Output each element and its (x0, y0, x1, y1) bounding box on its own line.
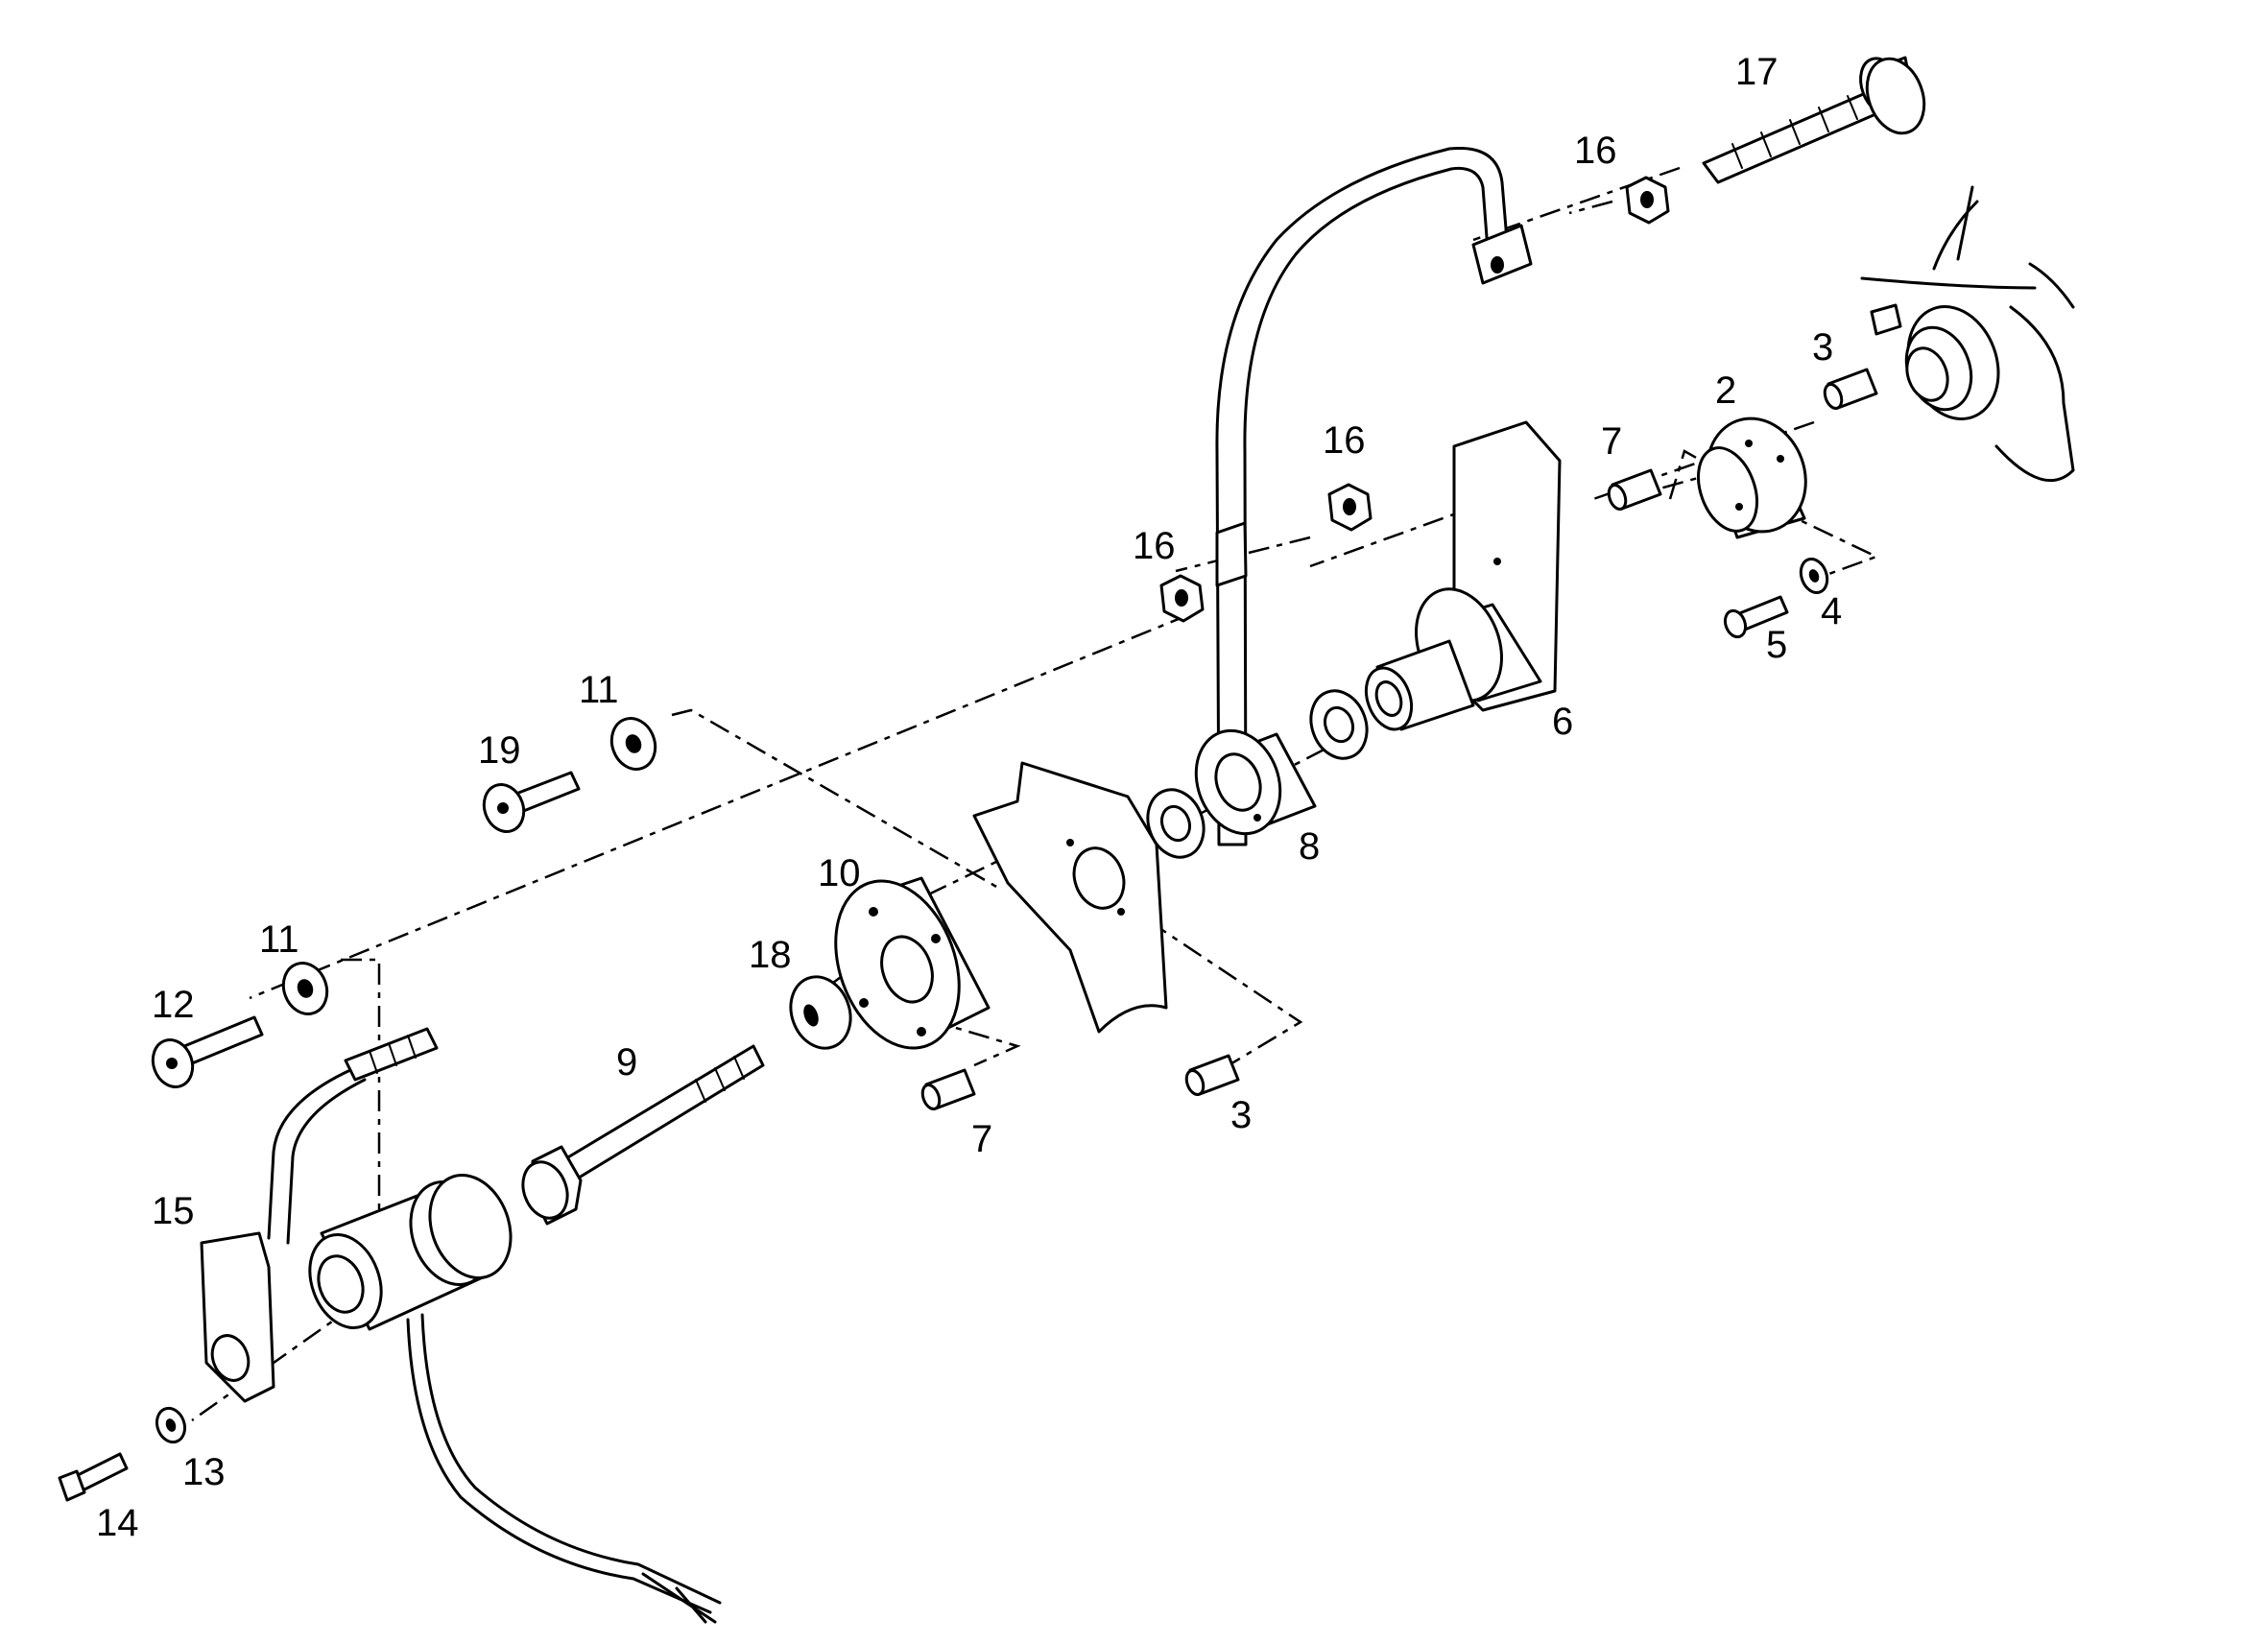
callout-3: 3 (1230, 1094, 1252, 1136)
callout-17: 17 (1735, 51, 1779, 93)
callout-2: 2 (1715, 369, 1736, 412)
callout-14: 14 (96, 1502, 139, 1544)
part-11-washer-upper (609, 717, 657, 771)
callout-8: 8 (1299, 825, 1320, 868)
callout-3: 3 (1812, 326, 1833, 369)
callout-16: 16 (1133, 525, 1176, 567)
part-3-setscrew-top (1823, 368, 1878, 411)
part-16-nut-left (1159, 574, 1205, 623)
part-16-nut-middle (1327, 483, 1373, 532)
part-18-washer (789, 975, 852, 1050)
part-15-sensor (200, 1027, 722, 1624)
callout-19: 19 (478, 729, 521, 772)
callout-7: 7 (971, 1118, 992, 1160)
callout-4: 4 (1821, 590, 1842, 632)
part-7-setscrew-lower (920, 1068, 976, 1111)
part-17-bolt (1702, 56, 1926, 184)
part-11-washer-lower (281, 962, 329, 1015)
callout-12: 12 (152, 984, 195, 1026)
part-2-flanged-hub (1697, 417, 1807, 539)
part-19-screw (482, 771, 581, 833)
part-7-setscrew-top (1607, 468, 1662, 512)
mounting-plate (972, 761, 1168, 1034)
callout-11: 11 (259, 918, 299, 961)
callout-18: 18 (749, 934, 792, 976)
callout-16: 16 (1323, 419, 1366, 462)
callout-9: 9 (616, 1041, 637, 1084)
callout-16: 16 (1574, 130, 1617, 172)
part-14-screw (58, 1452, 129, 1502)
part-13-washer (155, 1406, 187, 1444)
part-4-washer (1799, 558, 1829, 594)
spacer-ring (1309, 689, 1369, 760)
callout-15: 15 (152, 1190, 195, 1232)
callout-13: 13 (182, 1451, 226, 1493)
callout-5: 5 (1766, 624, 1787, 666)
callout-6: 6 (1552, 701, 1573, 743)
callout-10: 10 (818, 852, 861, 894)
part-3-setscrew-lower (1184, 1054, 1240, 1097)
spacer-ring-left (1146, 788, 1206, 859)
part-9-long-bolt (521, 1044, 765, 1226)
part-6-bracket (1364, 420, 1562, 731)
callout-11: 11 (579, 669, 619, 711)
part-8-lever-hub (1194, 728, 1317, 836)
part-12-screw (151, 1015, 264, 1088)
part-5-screw (1723, 595, 1789, 639)
part-10-flange (834, 876, 991, 1050)
housing-background (1860, 185, 2075, 483)
callout-7: 7 (1601, 420, 1622, 463)
bent-rod (1215, 146, 1533, 846)
part-16-nut-top (1625, 176, 1670, 225)
callout-labels: 17 16 3 2 16 7 16 4 5 11 19 6 8 10 18 11… (96, 51, 1842, 1544)
